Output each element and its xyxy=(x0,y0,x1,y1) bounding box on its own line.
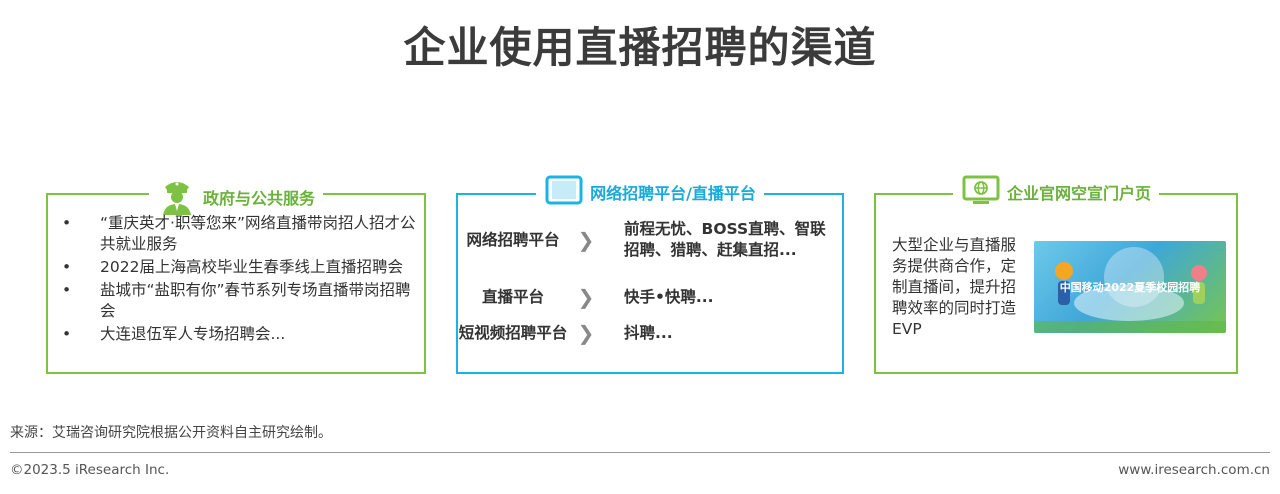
enterprise-description: 大型企业与直播服务提供商合作，定制直播间，提升招聘效率的同时打造EVP xyxy=(892,236,1017,338)
list-item: 盐城市“盐职有你”春节系列专场直播带岗招聘会 xyxy=(62,280,418,322)
gov-heading: 政府与公共服务 xyxy=(202,189,315,208)
enterprise-panel: 企业官网空宣门户页 大型企业与直播服务提供商合作，定制直播间，提升招聘效率的同时… xyxy=(874,175,1238,374)
poster-title: 中国移动2022夏季校园招聘 xyxy=(1060,280,1201,294)
platform-panel: 网络招聘平台/直播平台 网络招聘平台 ❯ 前程无忧、BOSS直聘、智联招聘、猎聘… xyxy=(456,175,844,374)
website-icon xyxy=(961,175,1001,209)
row-value: 快手•快聘... xyxy=(624,287,714,306)
footer-divider xyxy=(10,452,1270,453)
campus-recruit-poster: 中国移动2022夏季校园招聘 xyxy=(1034,241,1226,333)
page-title: 企业使用直播招聘的渠道 xyxy=(403,23,877,72)
list-item: “重庆英才·职等您来”网络直播带岗招人招才公共就业服务 xyxy=(62,213,418,255)
list-item: 2022届上海高校毕业生春季线上直播招聘会 xyxy=(62,257,418,278)
chevron-right-icon: ❯ xyxy=(577,228,595,252)
gov-list: “重庆英才·职等您来”网络直播带岗招人招才公共就业服务 2022届上海高校毕业生… xyxy=(62,213,418,347)
platform-row: 直播平台 ❯ 快手•快聘... xyxy=(458,285,842,309)
list-item: 大连退伍军人专场招聘会... xyxy=(62,324,418,345)
tablet-icon xyxy=(544,175,584,209)
platform-row: 网络招聘平台 ❯ 前程无忧、BOSS直聘、智联招聘、猎聘、赶集直招... xyxy=(458,219,842,261)
row-value: 抖聘... xyxy=(624,323,673,342)
row-label: 短视频招聘平台 xyxy=(458,323,568,342)
website-link[interactable]: www.iresearch.com.cn xyxy=(1118,462,1270,478)
platform-row: 短视频招聘平台 ❯ 抖聘... xyxy=(458,321,842,345)
enterprise-heading: 企业官网空宣门户页 xyxy=(1006,184,1151,203)
source-note: 来源：艾瑞咨询研究院根据公开资料自主研究绘制。 xyxy=(10,425,332,441)
platform-heading: 网络招聘平台/直播平台 xyxy=(590,184,756,203)
chevron-right-icon: ❯ xyxy=(577,321,595,345)
row-label: 直播平台 xyxy=(481,287,544,306)
row-label: 网络招聘平台 xyxy=(466,230,560,249)
chevron-right-icon: ❯ xyxy=(577,285,595,309)
row-value: 前程无忧、BOSS直聘、智联招聘、猎聘、赶集直招... xyxy=(624,220,826,259)
copyright: ©2023.5 iResearch Inc. xyxy=(10,462,170,478)
gov-panel: 政府与公共服务 “重庆英才·职等您来”网络直播带岗招人招才公共就业服务 2022… xyxy=(46,175,426,374)
